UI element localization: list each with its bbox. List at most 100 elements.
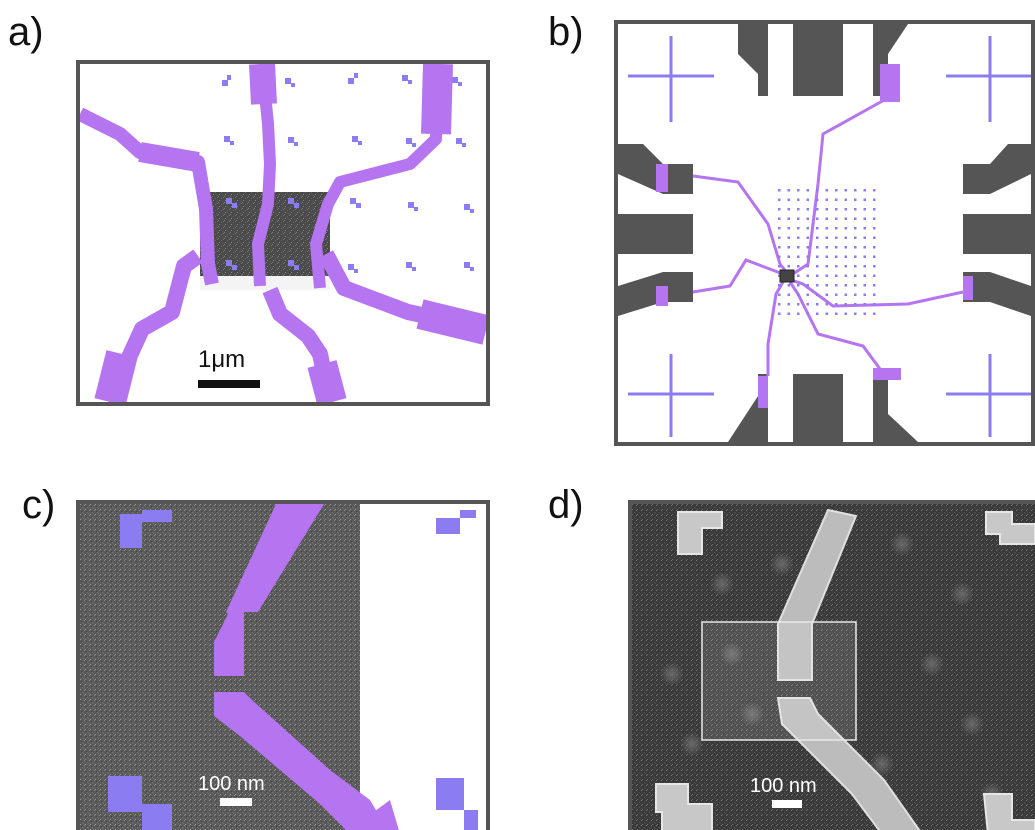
corner-markers-c	[108, 510, 478, 830]
marker-dot	[816, 246, 819, 249]
marker-dot	[816, 255, 819, 258]
marker-dot	[873, 236, 876, 239]
marker-dot	[873, 198, 876, 201]
markers-d	[655, 511, 1035, 830]
marker-dot	[854, 189, 857, 192]
marker-dot	[787, 198, 790, 201]
marker-dot	[863, 312, 866, 315]
marker-dot	[778, 255, 781, 258]
panel-a-device-layout: 1μm	[76, 60, 490, 406]
panel-a-drawing	[80, 64, 486, 402]
panel-b-drawing	[618, 24, 1031, 442]
marker-dot	[854, 217, 857, 220]
marker-array	[222, 73, 474, 273]
zoom-box-d	[701, 621, 857, 741]
marker-dot	[816, 217, 819, 220]
panel-label-b: b)	[548, 10, 584, 54]
marker-dot	[778, 284, 781, 287]
marker-dot	[844, 227, 847, 230]
marker-dot	[797, 284, 800, 287]
marker-dot	[854, 246, 857, 249]
marker-dot	[787, 208, 790, 211]
marker-dot	[806, 236, 809, 239]
marker-dot	[863, 236, 866, 239]
marker-dot	[863, 303, 866, 306]
marker-dot	[835, 293, 838, 296]
marker-dot	[835, 208, 838, 211]
marker-dot	[797, 255, 800, 258]
marker-dot	[844, 217, 847, 220]
marker-dot	[825, 274, 828, 277]
marker-dot	[816, 265, 819, 268]
marker-dot	[854, 312, 857, 315]
marker-dot	[816, 189, 819, 192]
marker-dot	[854, 274, 857, 277]
marker-dot	[806, 198, 809, 201]
marker-dot	[863, 217, 866, 220]
marker-dot	[778, 189, 781, 192]
marker-dot	[835, 189, 838, 192]
marker-dot	[806, 265, 809, 268]
marker-dot	[825, 227, 828, 230]
marker-dot	[797, 189, 800, 192]
marker-dot	[873, 189, 876, 192]
marker-dot	[778, 312, 781, 315]
marker-dot	[863, 255, 866, 258]
marker-dot	[835, 284, 838, 287]
marker-dot	[844, 303, 847, 306]
marker-dot	[873, 255, 876, 258]
marker-dot	[778, 236, 781, 239]
marker-dot	[844, 246, 847, 249]
marker-dot	[806, 227, 809, 230]
marker-dot	[787, 227, 790, 230]
marker-dot	[787, 217, 790, 220]
scale-bar-c	[220, 798, 252, 806]
marker-dot	[873, 217, 876, 220]
marker-dot	[844, 274, 847, 277]
marker-dot	[787, 293, 790, 296]
marker-dot	[873, 246, 876, 249]
marker-dot-array	[778, 189, 876, 315]
marker-dot	[816, 274, 819, 277]
panel-b-chip-layout	[614, 20, 1035, 446]
marker-dot	[797, 217, 800, 220]
marker-dot	[797, 274, 800, 277]
marker-dot	[806, 303, 809, 306]
panel-d-sem: 100 nm	[628, 500, 1035, 830]
leads-c	[214, 504, 399, 830]
marker-dot	[873, 293, 876, 296]
marker-dot	[787, 265, 790, 268]
marker-dot	[825, 189, 828, 192]
marker-dot	[854, 303, 857, 306]
panel-c-drawing	[80, 504, 478, 830]
panel-label-d: d)	[548, 483, 584, 527]
marker-dot	[873, 303, 876, 306]
marker-dot	[816, 198, 819, 201]
marker-dot	[816, 208, 819, 211]
scale-bar-a	[198, 380, 260, 388]
marker-dot	[797, 198, 800, 201]
marker-dot	[844, 208, 847, 211]
alignment-crosses	[628, 36, 1031, 437]
nanowire-d	[776, 508, 921, 830]
marker-dot	[863, 246, 866, 249]
marker-dot	[816, 303, 819, 306]
marker-dot	[778, 274, 781, 277]
marker-dot	[835, 255, 838, 258]
marker-dot	[854, 265, 857, 268]
sem-dots	[660, 532, 1004, 806]
bonding-pads	[618, 24, 1031, 442]
marker-dot	[816, 284, 819, 287]
marker-dot	[835, 198, 838, 201]
marker-dot	[816, 236, 819, 239]
marker-dot	[835, 312, 838, 315]
marker-dot	[844, 236, 847, 239]
marker-dot	[806, 274, 809, 277]
marker-dot	[863, 208, 866, 211]
marker-dot	[863, 227, 866, 230]
marker-dot	[844, 189, 847, 192]
marker-dot	[806, 208, 809, 211]
marker-dot	[816, 312, 819, 315]
marker-dot	[778, 227, 781, 230]
marker-dot	[797, 303, 800, 306]
